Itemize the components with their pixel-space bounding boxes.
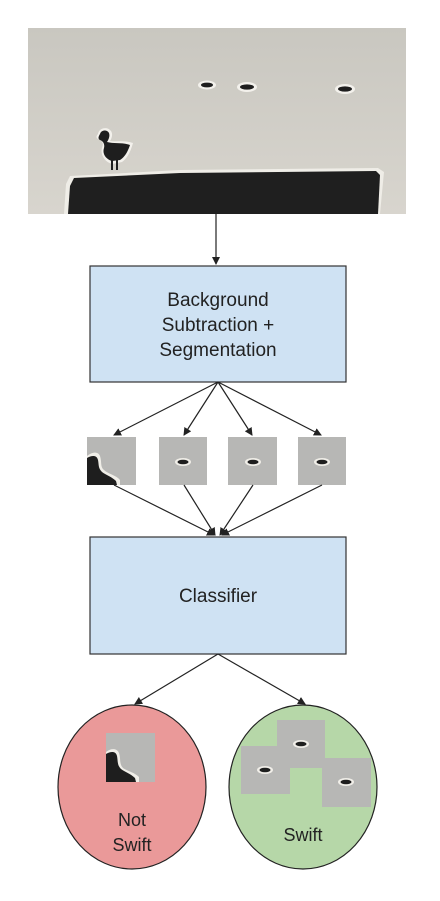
ledge-silhouette xyxy=(68,171,380,214)
flying-swifts xyxy=(198,80,355,94)
input-image xyxy=(28,28,406,214)
not-swift-crop xyxy=(106,733,155,782)
segmentation-box: Background Subtraction + Segmentation xyxy=(89,265,347,383)
output-not-swift: Not Swift xyxy=(57,704,207,870)
crop-swift-1 xyxy=(159,437,207,485)
classifier-label: Classifier xyxy=(179,586,258,607)
arrows-crops-to-classifier xyxy=(113,484,323,536)
arrows-classifier-to-outputs xyxy=(134,653,306,705)
swift-crops-stack xyxy=(241,720,371,807)
segmentation-label-line-3: Segmentation xyxy=(159,340,276,361)
arrows-segmentation-to-crops xyxy=(113,381,322,436)
crop-bird xyxy=(87,437,136,485)
segmentation-label-line-2: Subtraction + xyxy=(162,315,275,336)
crop-swift-2 xyxy=(228,437,277,485)
not-swift-label-line-2: Swift xyxy=(112,835,151,855)
classifier-box: Classifier xyxy=(89,536,347,655)
crop-swift-3 xyxy=(298,437,346,485)
perched-bird-silhouette xyxy=(96,128,133,170)
output-swift: Swift xyxy=(228,704,378,870)
swift-label: Swift xyxy=(283,825,322,845)
not-swift-label-line-1: Not xyxy=(118,810,146,830)
segmentation-label-line-1: Background xyxy=(167,290,268,311)
